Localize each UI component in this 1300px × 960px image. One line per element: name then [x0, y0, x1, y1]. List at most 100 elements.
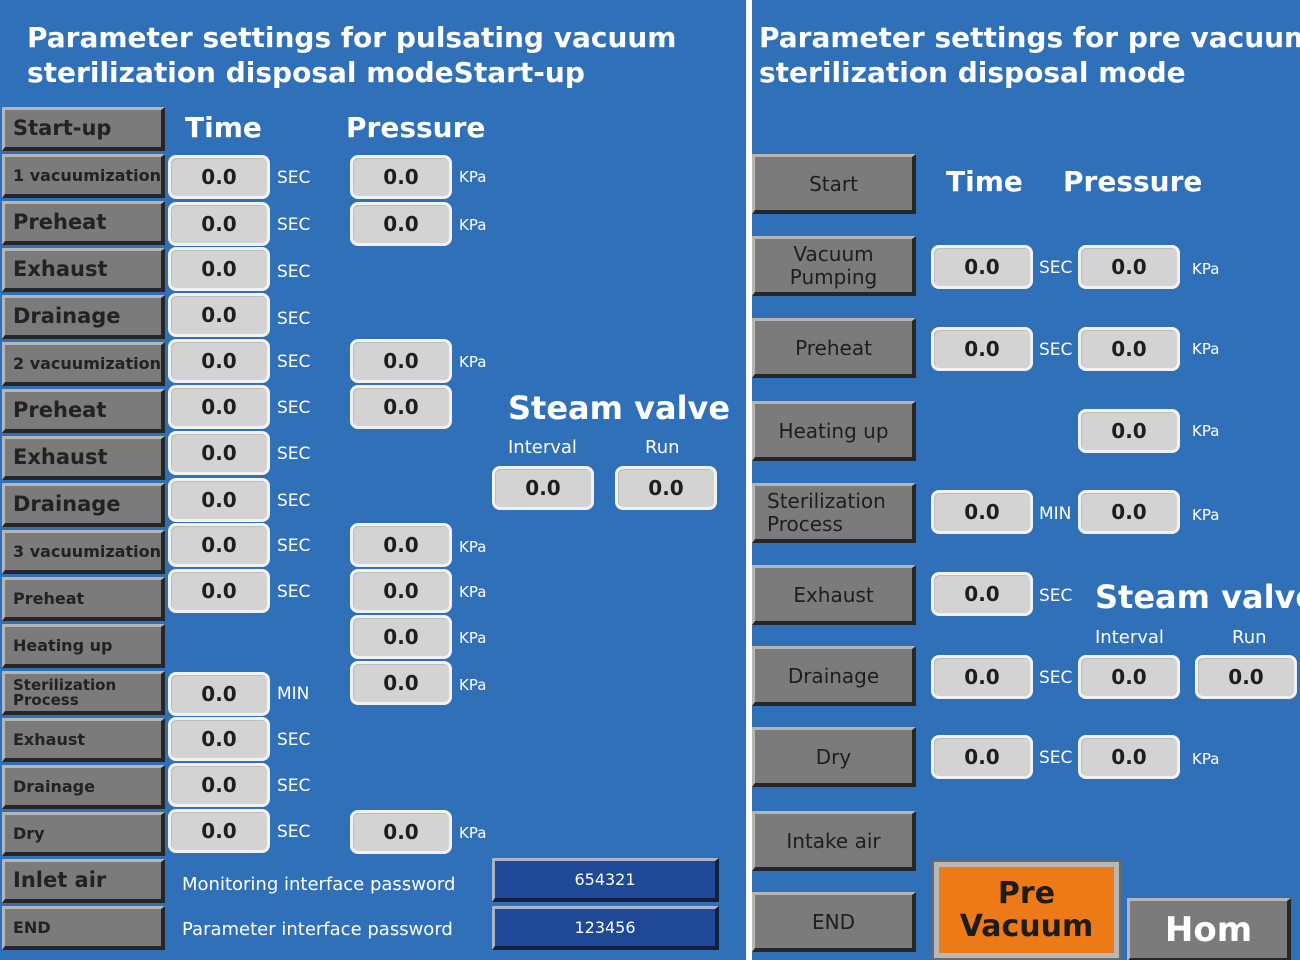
pressure-input-sterilization-process[interactable]: 0.0: [350, 661, 452, 705]
pulsating-title-line1: Parameter settings for pulsating vacuum: [27, 21, 677, 54]
step-button-exhaust-1[interactable]: Exhaust: [2, 248, 165, 292]
time-input-dry[interactable]: 0.0: [168, 809, 270, 853]
step-button-dry[interactable]: Dry: [752, 727, 916, 787]
pulsating-title-line2: sterilization disposal modeStart-up: [27, 56, 585, 89]
pre-vacuum-mode-button[interactable]: Pre Vacuum: [932, 860, 1121, 960]
pressure-unit: KPa: [459, 824, 487, 842]
pressure-unit: KPa: [1192, 422, 1220, 440]
pressure-input-2-vacuumization[interactable]: 0.0: [350, 339, 452, 383]
monitoring-password-field[interactable]: 654321: [492, 858, 719, 902]
steam-valve-run-input[interactable]: 0.0: [1195, 655, 1297, 699]
time-unit-min: MIN: [277, 684, 310, 704]
steam-valve-interval-input[interactable]: 0.0: [492, 466, 594, 510]
pressure-input-dry[interactable]: 0.0: [350, 810, 452, 854]
step-button-drainage-2[interactable]: Drainage: [2, 483, 165, 527]
time-input-2-vacuumization[interactable]: 0.0: [168, 339, 270, 383]
step-button-vacuum-pumping[interactable]: Vacuum Pumping: [752, 236, 916, 296]
time-unit: SEC: [277, 352, 311, 372]
time-unit: SEC: [1039, 586, 1073, 606]
step-button-1-vacuumization[interactable]: 1 vacuumization: [2, 154, 165, 198]
time-unit: SEC: [1039, 748, 1073, 768]
time-input-preheat[interactable]: 0.0: [931, 327, 1033, 371]
time-input-vacuum-pumping[interactable]: 0.0: [931, 245, 1033, 289]
pressure-input-preheat-2[interactable]: 0.0: [350, 385, 452, 429]
pressure-unit: KPa: [1192, 260, 1220, 278]
time-unit: SEC: [277, 822, 311, 842]
time-input-preheat-1[interactable]: 0.0: [168, 202, 270, 246]
step-button-drainage-3[interactable]: Drainage: [2, 765, 165, 809]
step-button-preheat-3[interactable]: Preheat: [2, 577, 165, 621]
pressure-unit: KPa: [1192, 340, 1220, 358]
time-input-preheat-2[interactable]: 0.0: [168, 385, 270, 429]
time-unit: SEC: [277, 582, 311, 602]
step-button-inlet-air[interactable]: Inlet air: [2, 859, 165, 903]
steam-valve-interval-input[interactable]: 0.0: [1078, 655, 1180, 699]
time-input-exhaust-3[interactable]: 0.0: [168, 717, 270, 761]
time-unit: SEC: [277, 309, 311, 329]
step-button-exhaust[interactable]: Exhaust: [752, 565, 916, 625]
pressure-unit: KPa: [459, 353, 487, 371]
time-input-exhaust[interactable]: 0.0: [931, 572, 1033, 616]
step-button-heating-up[interactable]: Heating up: [2, 624, 165, 668]
pre-vacuum-title-line1: Parameter settings for pre vacuum: [759, 21, 1300, 54]
pressure-input-preheat-3[interactable]: 0.0: [350, 569, 452, 613]
time-unit: SEC: [1039, 668, 1073, 688]
parameter-password-label: Parameter interface password: [182, 919, 453, 940]
step-button-dry[interactable]: Dry: [2, 812, 165, 856]
pressure-input-preheat[interactable]: 0.0: [1078, 327, 1180, 371]
time-input-preheat-3[interactable]: 0.0: [168, 569, 270, 613]
time-unit: SEC: [1039, 340, 1073, 360]
pressure-input-3-vacuumization[interactable]: 0.0: [350, 523, 452, 567]
time-input-drainage-2[interactable]: 0.0: [168, 478, 270, 522]
step-button-exhaust-2[interactable]: Exhaust: [2, 436, 165, 480]
step-button-2-vacuumization[interactable]: 2 vacuumization: [2, 342, 165, 386]
home-button[interactable]: Hom: [1127, 898, 1291, 960]
pressure-input-sterilization-process[interactable]: 0.0: [1078, 490, 1180, 534]
time-input-3-vacuumization[interactable]: 0.0: [168, 523, 270, 567]
steam-valve-run-label: Run: [1232, 627, 1267, 648]
pressure-unit: KPa: [459, 676, 487, 694]
step-button-drainage[interactable]: Drainage: [752, 646, 916, 706]
step-button-heating-up[interactable]: Heating up: [752, 401, 916, 461]
time-unit: SEC: [277, 536, 311, 556]
pre-vacuum-panel: Parameter settings for pre vacuum steril…: [752, 0, 1300, 960]
time-unit: SEC: [277, 215, 311, 235]
pressure-unit: KPa: [459, 583, 487, 601]
time-input-sterilization-process[interactable]: 0.0: [168, 672, 270, 716]
steam-valve-heading: Steam valve: [508, 389, 731, 427]
time-input-exhaust-1[interactable]: 0.0: [168, 247, 270, 291]
time-unit: SEC: [277, 776, 311, 796]
step-button-start[interactable]: Start: [752, 154, 916, 214]
pressure-input-heating-up[interactable]: 0.0: [1078, 409, 1180, 453]
pressure-input-dry[interactable]: 0.0: [1078, 735, 1180, 779]
step-button-sterilization-process[interactable]: Sterilization Process: [752, 483, 916, 543]
steam-valve-run-input[interactable]: 0.0: [615, 466, 717, 510]
pressure-unit: KPa: [459, 629, 487, 647]
step-button-exhaust-3[interactable]: Exhaust: [2, 718, 165, 762]
steam-valve-run-label: Run: [645, 437, 680, 458]
time-input-exhaust-2[interactable]: 0.0: [168, 431, 270, 475]
time-input-sterilization-process[interactable]: 0.0: [931, 490, 1033, 534]
step-button-preheat-1[interactable]: Preheat: [2, 201, 165, 245]
step-button-preheat[interactable]: Preheat: [752, 318, 916, 378]
step-button-3-vacuumization[interactable]: 3 vacuumization: [2, 530, 165, 574]
step-button-end[interactable]: END: [2, 906, 165, 950]
pressure-input-preheat-1[interactable]: 0.0: [350, 202, 452, 246]
step-button-start-up[interactable]: Start-up: [2, 107, 165, 151]
pressure-input-1-vacuumization[interactable]: 0.0: [350, 155, 452, 199]
step-button-sterilization-process[interactable]: Sterilization Process: [2, 671, 165, 715]
pressure-input-heating-up[interactable]: 0.0: [350, 615, 452, 659]
time-input-1-vacuumization[interactable]: 0.0: [168, 155, 270, 199]
time-unit: SEC: [277, 491, 311, 511]
time-input-drainage[interactable]: 0.0: [931, 655, 1033, 699]
step-button-intake-air[interactable]: Intake air: [752, 811, 916, 871]
pressure-input-vacuum-pumping[interactable]: 0.0: [1078, 245, 1180, 289]
step-button-preheat-2[interactable]: Preheat: [2, 389, 165, 433]
time-input-drainage-3[interactable]: 0.0: [168, 763, 270, 807]
pressure-unit: KPa: [459, 538, 487, 556]
time-input-dry[interactable]: 0.0: [931, 735, 1033, 779]
time-input-drainage-1[interactable]: 0.0: [168, 293, 270, 337]
step-button-end[interactable]: END: [752, 892, 916, 952]
parameter-password-field[interactable]: 123456: [492, 906, 719, 950]
step-button-drainage-1[interactable]: Drainage: [2, 295, 165, 339]
